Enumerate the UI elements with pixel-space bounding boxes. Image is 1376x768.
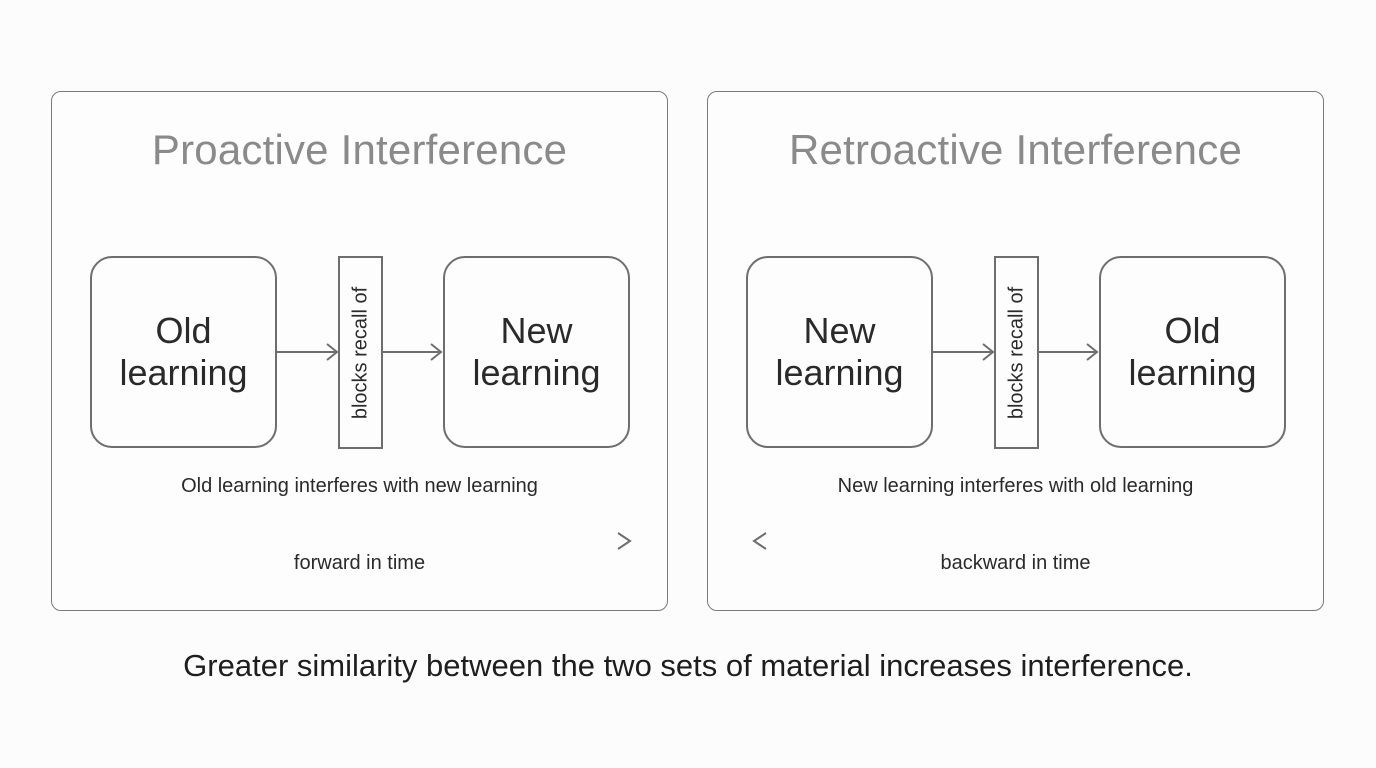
blocker-label: blocks recall of bbox=[349, 286, 371, 419]
box-label: New learning bbox=[775, 310, 904, 393]
old-learning-box: Old learning bbox=[90, 256, 277, 448]
arrow-connector-icon bbox=[1039, 343, 1099, 361]
forward-time-arrow-icon bbox=[94, 532, 632, 550]
retroactive-interference-panel: Retroactive Interference New learning bl… bbox=[707, 91, 1324, 611]
new-learning-box: New learning bbox=[443, 256, 630, 448]
panel-caption: Old learning interferes with new learnin… bbox=[181, 475, 538, 497]
arrow-connector-icon bbox=[277, 343, 339, 361]
old-learning-box: Old learning bbox=[1099, 256, 1286, 448]
panel-title: Proactive Interference bbox=[151, 126, 568, 173]
box-label: Old learning bbox=[119, 310, 248, 393]
backward-time-arrow-icon bbox=[752, 532, 1290, 550]
panel-caption: New learning interferes with old learnin… bbox=[837, 475, 1194, 497]
box-label: New learning bbox=[472, 310, 601, 393]
footer-note: Greater similarity between the two sets … bbox=[183, 648, 1193, 683]
arrow-connector-icon bbox=[933, 343, 995, 361]
new-learning-box: New learning bbox=[746, 256, 933, 448]
proactive-interference-panel: Proactive Interference Old learning bloc… bbox=[51, 91, 668, 611]
blocks-recall-box: blocks recall of bbox=[994, 256, 1039, 449]
panel-title: Retroactive Interference bbox=[788, 126, 1243, 173]
box-label: Old learning bbox=[1128, 310, 1257, 393]
time-direction-label: backward in time bbox=[940, 552, 1091, 574]
time-direction-label: forward in time bbox=[293, 552, 426, 574]
blocker-label: blocks recall of bbox=[1005, 286, 1027, 419]
blocks-recall-box: blocks recall of bbox=[338, 256, 383, 449]
arrow-connector-icon bbox=[383, 343, 443, 361]
